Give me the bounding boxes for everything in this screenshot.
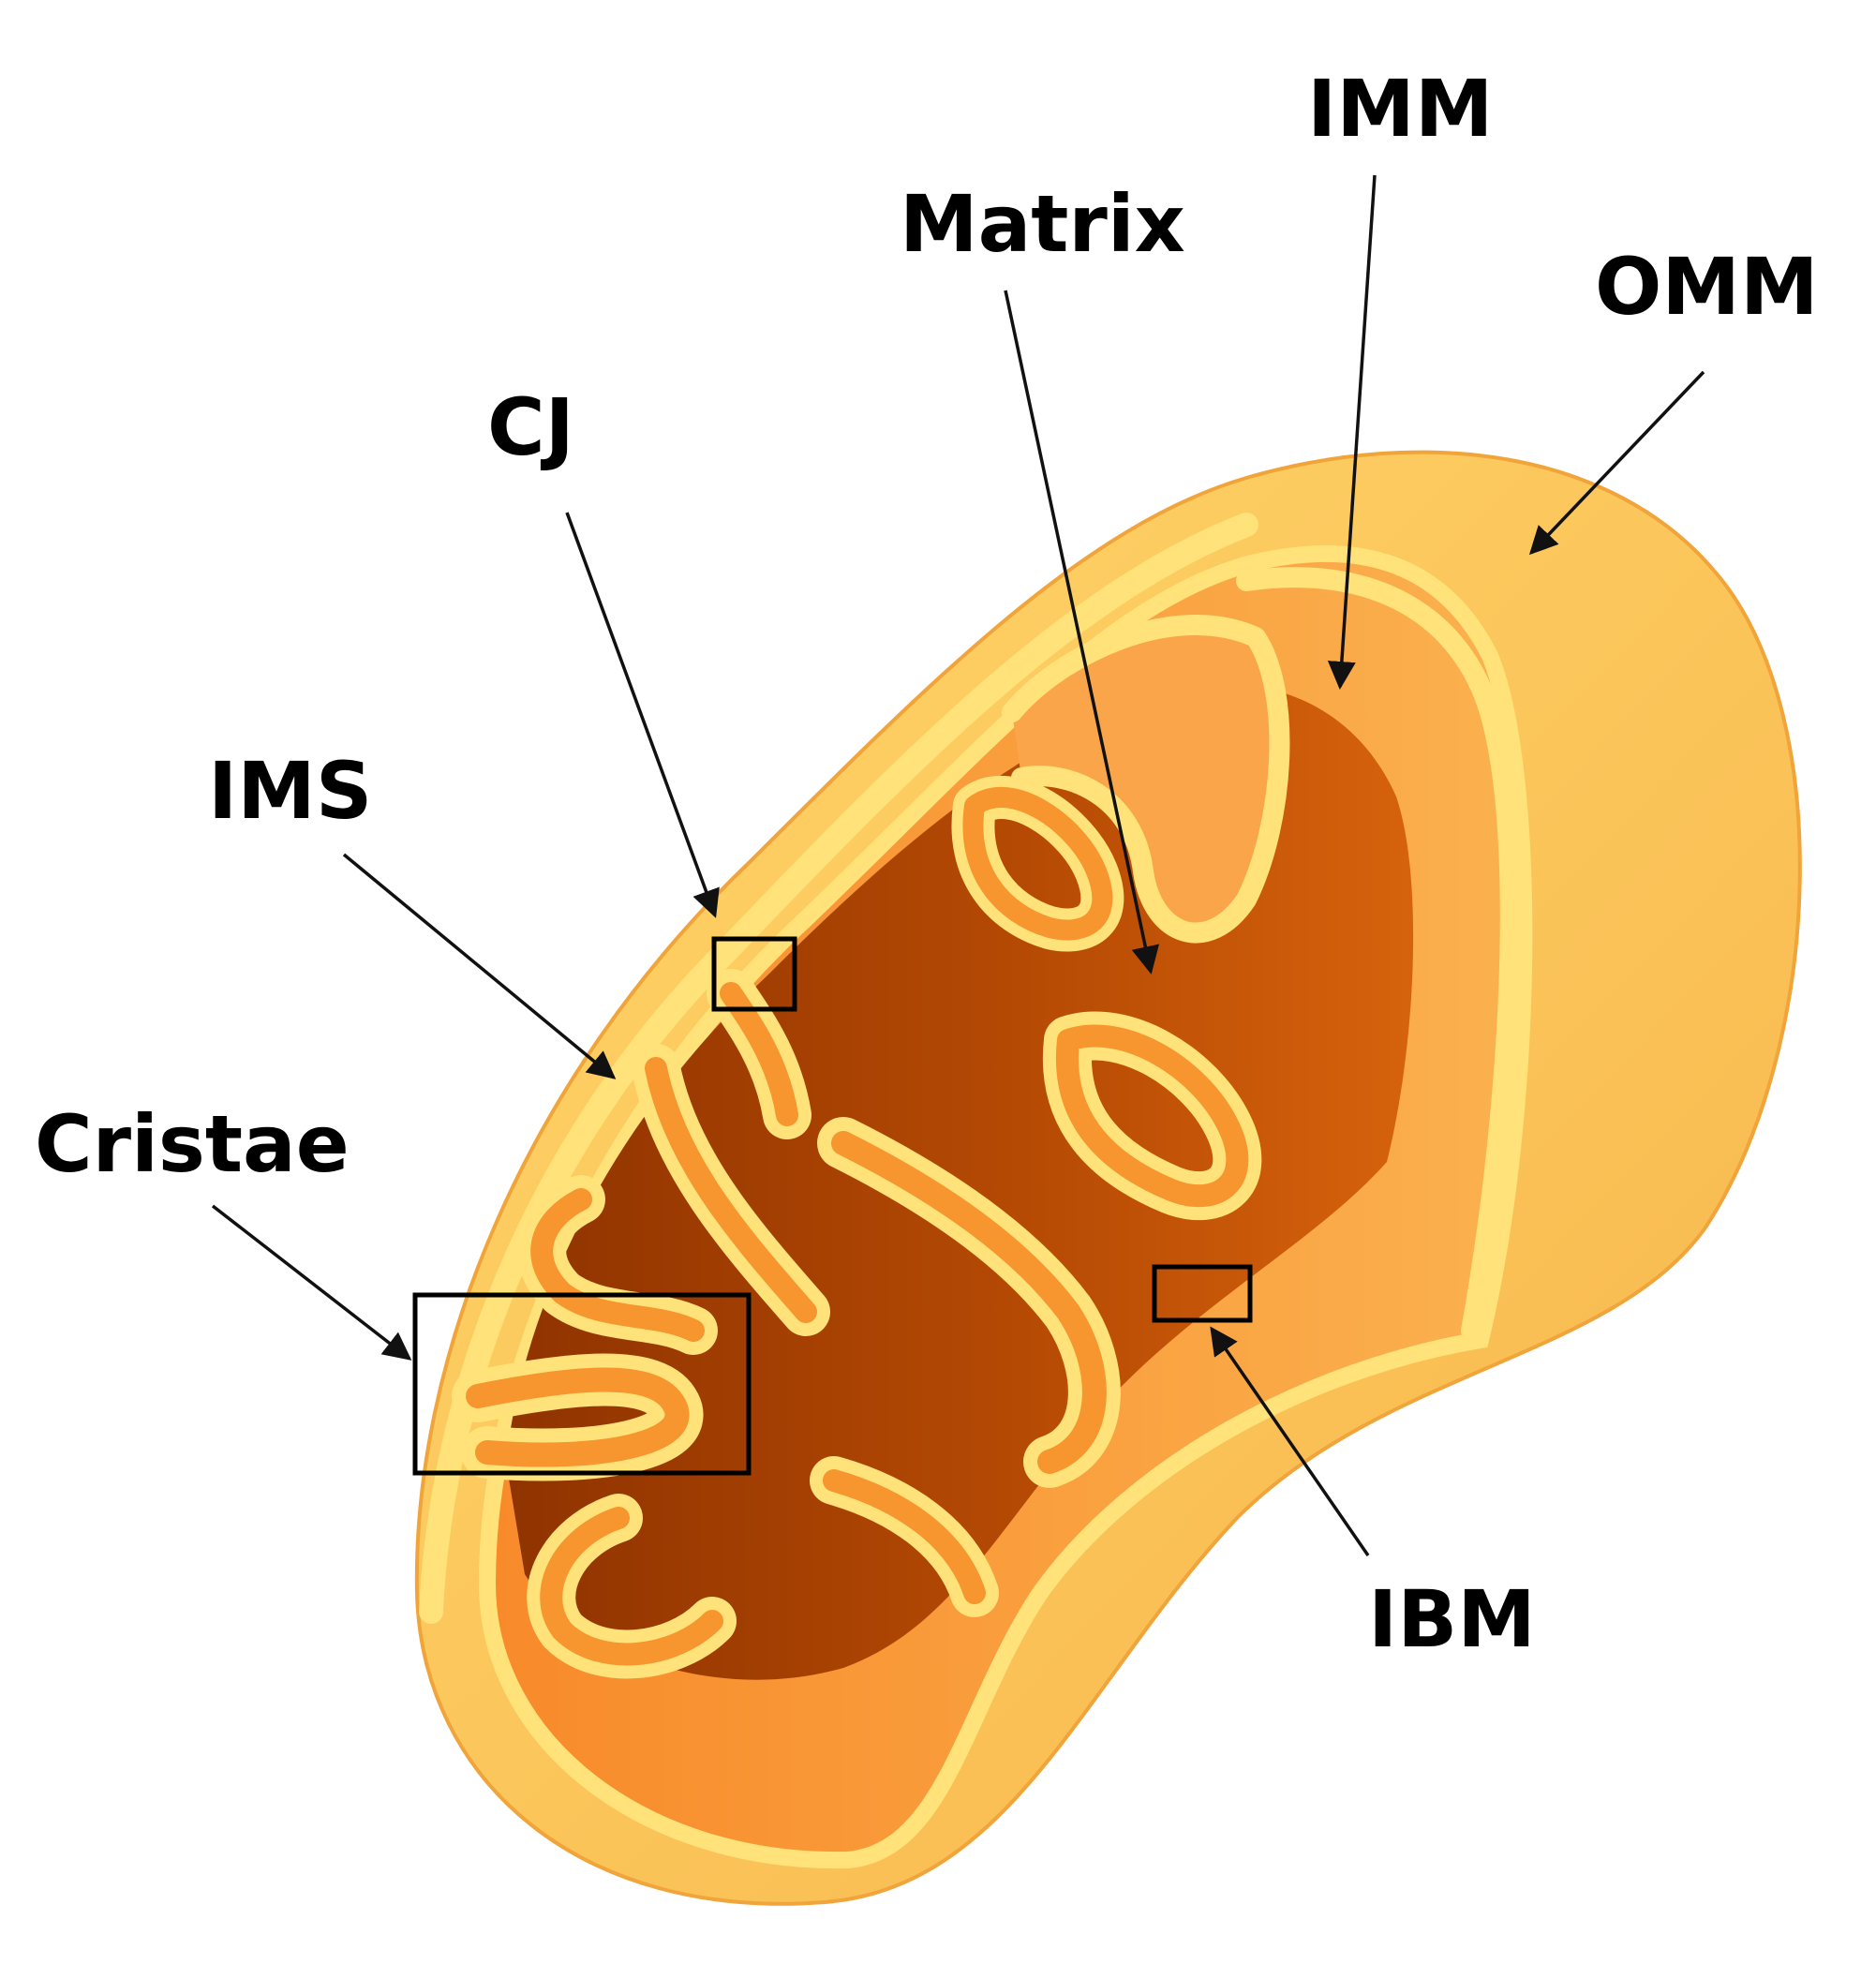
omm-arrow — [1528, 370, 1705, 556]
cristae-label: Cristae — [35, 1098, 350, 1190]
ibm-label: IBM — [1368, 1573, 1536, 1665]
omm-label: OMM — [1595, 241, 1819, 333]
cj-arrow — [565, 512, 720, 918]
ims-arrow — [342, 853, 617, 1079]
cj-label: CJ — [487, 381, 574, 473]
crista-bottom-left — [527, 1494, 737, 1679]
imm-label: IMM — [1307, 63, 1493, 155]
crista-cristae-box — [452, 1353, 704, 1481]
cristae-highlight-box — [412, 1292, 752, 1476]
matrix-arrow — [1004, 290, 1160, 975]
matrix-label: Matrix — [900, 178, 1185, 270]
crista-bottom-middle — [810, 1456, 999, 1617]
crista-top — [951, 776, 1124, 952]
ims-label: IMS — [208, 745, 372, 837]
crista-middle — [817, 1117, 1121, 1488]
crista-middle-left — [632, 1044, 830, 1336]
crista-right — [1042, 1011, 1262, 1221]
cj-highlight-box — [711, 936, 797, 1012]
ibm-highlight-box — [1152, 1264, 1253, 1323]
ibm-arrow — [1210, 1326, 1370, 1556]
cristae-arrow — [211, 1204, 412, 1361]
crista-upper-flap — [1002, 615, 1290, 944]
imm-arrow — [1327, 174, 1377, 690]
crista-cj-stem — [707, 969, 811, 1139]
inner-membrane-rim — [1236, 567, 1521, 1341]
cristae-folds — [452, 615, 1290, 1679]
